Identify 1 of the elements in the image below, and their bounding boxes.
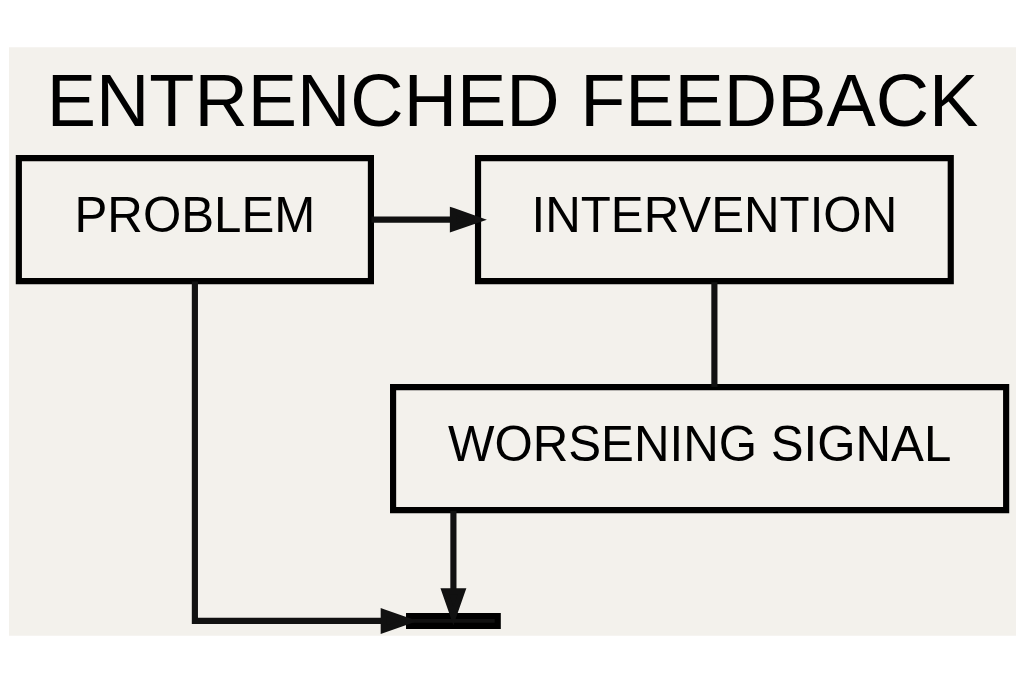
diagram-title: ENTRENCHED FEEDBACK: [46, 58, 978, 142]
